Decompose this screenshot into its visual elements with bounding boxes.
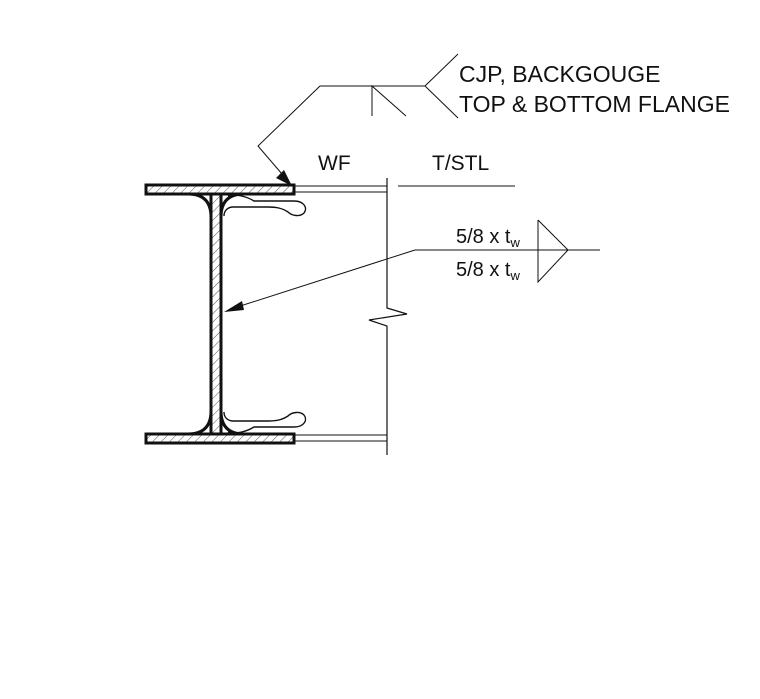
cjp-leader-arrowhead (276, 170, 292, 186)
fillet-symbol-arrow-side (537, 219, 570, 251)
fillet-weld-symbol (224, 219, 600, 312)
tstl-member (294, 178, 515, 455)
fillet-size-arrow-side-subscript: w (509, 235, 520, 250)
wf-section (144, 183, 296, 445)
wf-fillet-top-right (219, 192, 245, 218)
weld-access-holes (223, 194, 307, 434)
fillet-symbol-other-side (537, 249, 569, 284)
fillet-size-arrow-side-text: 5/8 x t (456, 226, 511, 248)
cjp-leader-line (257, 85, 321, 182)
cjp-weld-symbol (257, 53, 459, 186)
fillet-size-other-side: 5/8 x tw (456, 259, 520, 283)
fillet-size-other-side-subscript: w (509, 268, 520, 283)
weld-note-line-2: TOP & BOTTOM FLANGE (459, 91, 730, 117)
fillet-leader-line (233, 249, 416, 309)
access-hole-bottom (223, 411, 307, 434)
fillet-size-arrow-side: 5/8 x tw (456, 226, 520, 250)
wf-label: WF (318, 152, 351, 175)
tstl-break-line (368, 178, 408, 455)
wf-fillet-bottom-right (219, 410, 245, 436)
fillet-size-other-side-text: 5/8 x t (456, 259, 511, 281)
access-hole-top (223, 194, 307, 217)
tstl-label: T/STL (432, 152, 489, 175)
wf-fillet-top-left (187, 192, 213, 218)
cjp-tail (424, 53, 459, 119)
cjp-groove-symbol (371, 84, 407, 117)
fillet-leader-arrowhead (224, 301, 244, 312)
weld-note-line-1: CJP, BACKGOUGE (459, 61, 661, 87)
wf-web (209, 192, 223, 436)
wf-fillet-bottom-left (187, 410, 213, 436)
